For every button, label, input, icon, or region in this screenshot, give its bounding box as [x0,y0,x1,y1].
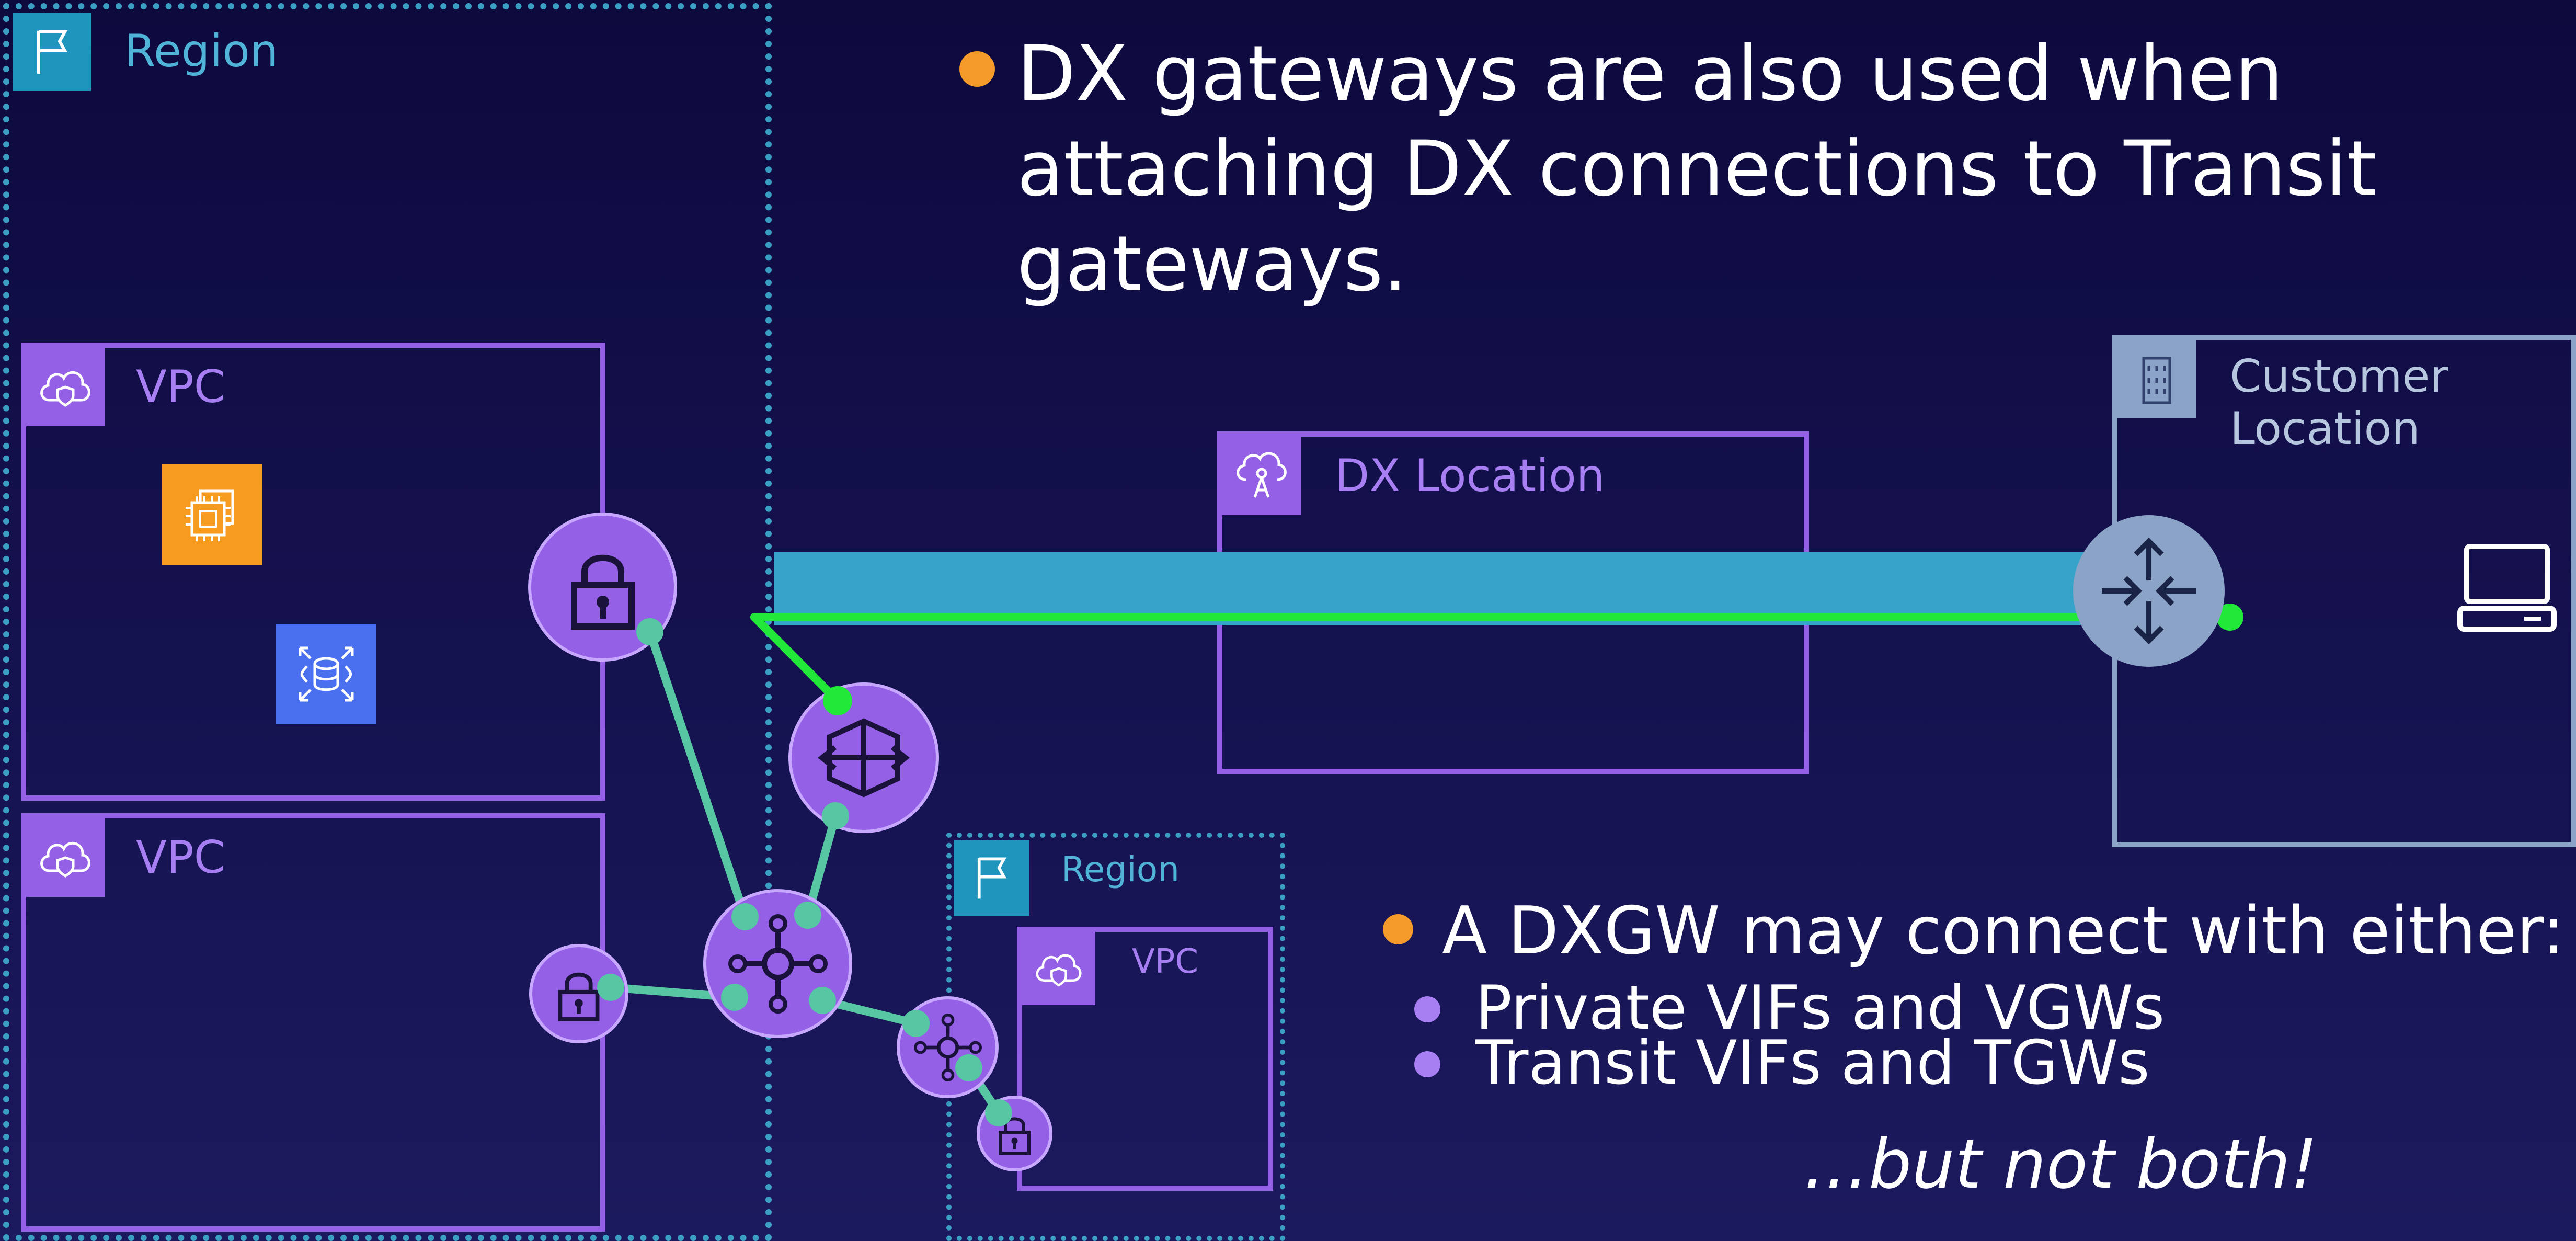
cloud-shield-icon [1036,954,1082,987]
junction-dot [955,1054,982,1081]
main-bullet-line3: gateways. [1017,220,1407,309]
region-flag-tag [13,13,91,91]
vpc-bottom-label: VPC [136,832,225,884]
junction-dot [731,903,759,930]
junction-dot [822,802,849,829]
vpc-small-box: VPC [1017,927,1273,1191]
bullet-dot-sub1 [1414,996,1440,1022]
dxgw-bullet: A DXGW may connect with either: [1442,892,2565,969]
sub-bullet-transit: Transit VIFs and TGWs [1475,1028,2150,1098]
tgw-node-main [703,889,852,1038]
cloud-shield-icon [40,371,90,407]
junction-dot [636,618,663,645]
dx-connection-link [774,552,2144,625]
but-not-both-note: ...but not both! [1804,1124,2318,1204]
customer-router-node [2073,515,2225,667]
vpc-top-label: VPC [136,361,225,413]
sub-bullet-private: Private VIFs and VGWs [1475,973,2165,1043]
main-bullet-line2: attaching DX connections to Transit [1017,124,2377,213]
transit-gateway-icon [913,1013,982,1081]
flag-icon [37,30,68,74]
region-main-label: Region [124,25,279,77]
dxgw-green-dot [823,686,852,715]
junction-dot [809,987,836,1014]
bullet-dot-main [959,51,995,87]
cloud-shield-icon [40,841,90,878]
junction-dot [985,1099,1012,1126]
vgw-lock-node-medium [529,944,628,1043]
vpc-small-tag [1022,932,1095,1005]
customer-label-line2: Location [2230,403,2420,455]
junction-dot [794,902,821,929]
vpc-top-box: VPC [21,343,605,801]
dx-location-tag [1222,437,1301,515]
vpc-top-tag [26,348,105,426]
ec2-icon [162,464,262,565]
bullet-dot-sub2 [1414,1051,1440,1077]
lock-icon [570,554,635,630]
junction-dot [721,984,748,1011]
junction-dot [902,1010,930,1037]
lock-icon [558,972,600,1021]
region-small-label: Region [1061,849,1180,890]
flag-icon [977,857,1007,899]
dx-location-label: DX Location [1335,450,1605,502]
laptop-icon [2457,541,2557,635]
junction-dot [597,974,624,1001]
cloud-tower-icon [1237,452,1287,498]
main-bullet-line1: DX gateways are also used when [1017,29,2283,118]
database-icon [276,624,376,724]
router-arrows-icon [2102,537,2196,645]
bullet-dot-dxgw [1383,914,1413,944]
dxgw-node [788,682,939,833]
transit-gateway-icon [728,914,828,1014]
dx-gateway-icon [817,718,910,798]
region-main-box: Region [3,3,772,1241]
customer-label-line1: Customer [2230,350,2448,403]
region-small-flag-tag [954,840,1029,916]
lock-icon [999,1117,1031,1155]
customer-tag [2117,340,2196,418]
region-small-box: Region VPC [946,833,1285,1241]
building-icon [2142,357,2171,404]
vpc-small-label: VPC [1132,942,1199,981]
vpc-bottom-tag [26,818,105,897]
